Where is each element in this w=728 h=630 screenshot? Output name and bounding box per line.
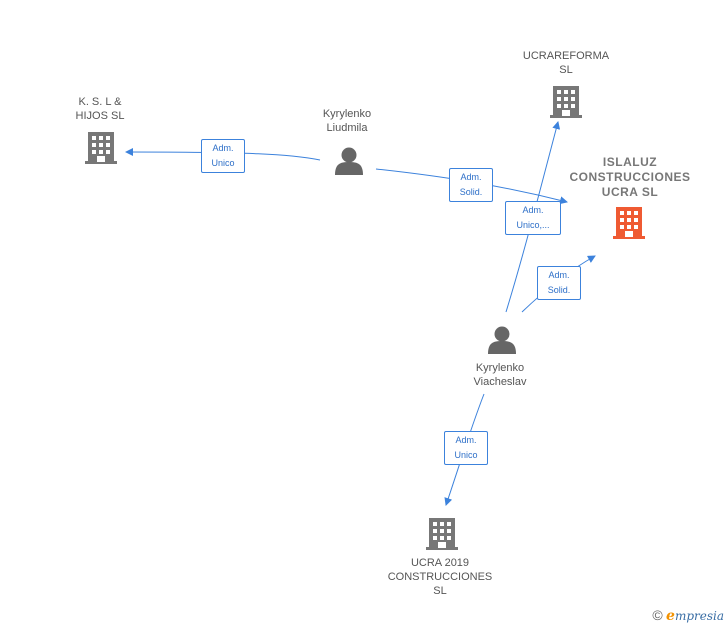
edge-label-adm-unico: Adm. Unico xyxy=(201,139,245,173)
edge-label-adm-solid: Adm. Solid. xyxy=(537,266,581,300)
node-label-liudmila[interactable]: Kyrylenko Liudmila xyxy=(322,108,372,134)
edge-label-line: Adm. xyxy=(522,205,544,215)
person-icon xyxy=(335,147,363,175)
edge-label-line: Unico,... xyxy=(516,220,550,230)
copyright-icon: © xyxy=(652,607,663,623)
edge-label-line: Adm. xyxy=(455,435,477,445)
edge-label-adm-unico: Adm. Unico xyxy=(444,431,488,465)
copyright-badge: © empresia xyxy=(652,607,724,624)
building-icon xyxy=(85,132,117,164)
empresia-logo: empresia xyxy=(666,608,724,624)
building-icon xyxy=(613,207,645,239)
node-label-ucrareforma[interactable]: UCRAREFORMA SL xyxy=(522,50,610,76)
building-icon xyxy=(426,518,458,550)
node-label-viacheslav[interactable]: Kyrylenko Viacheslav xyxy=(473,362,527,388)
edge-label-line: Adm. xyxy=(460,172,482,182)
building-icon xyxy=(550,86,582,118)
edge-label-adm-solid: Adm. Solid. xyxy=(449,168,493,202)
person-icon xyxy=(488,326,516,354)
edge-label-line: Solid. xyxy=(547,285,571,295)
edge-label-line: Unico xyxy=(454,450,478,460)
node-label-ucra2019[interactable]: UCRA 2019 CONSTRUCCIONES SL xyxy=(387,557,493,597)
edge-label-line: Solid. xyxy=(459,187,483,197)
edge-label-line: Adm. xyxy=(212,143,234,153)
logo-initial: e xyxy=(666,608,675,624)
edge-label-line: Adm. xyxy=(548,270,570,280)
node-label-islaluz[interactable]: ISLALUZ CONSTRUCCIONES UCRA SL xyxy=(569,155,691,199)
node-label-ksl[interactable]: K. S. L & HIJOS SL xyxy=(75,96,125,122)
edge-label-line: Unico xyxy=(211,158,235,168)
edge-liudmila-ksl xyxy=(125,148,321,161)
edge-label-adm-unico-etc: Adm. Unico,... xyxy=(505,201,561,235)
logo-rest: mpresia xyxy=(674,609,724,623)
